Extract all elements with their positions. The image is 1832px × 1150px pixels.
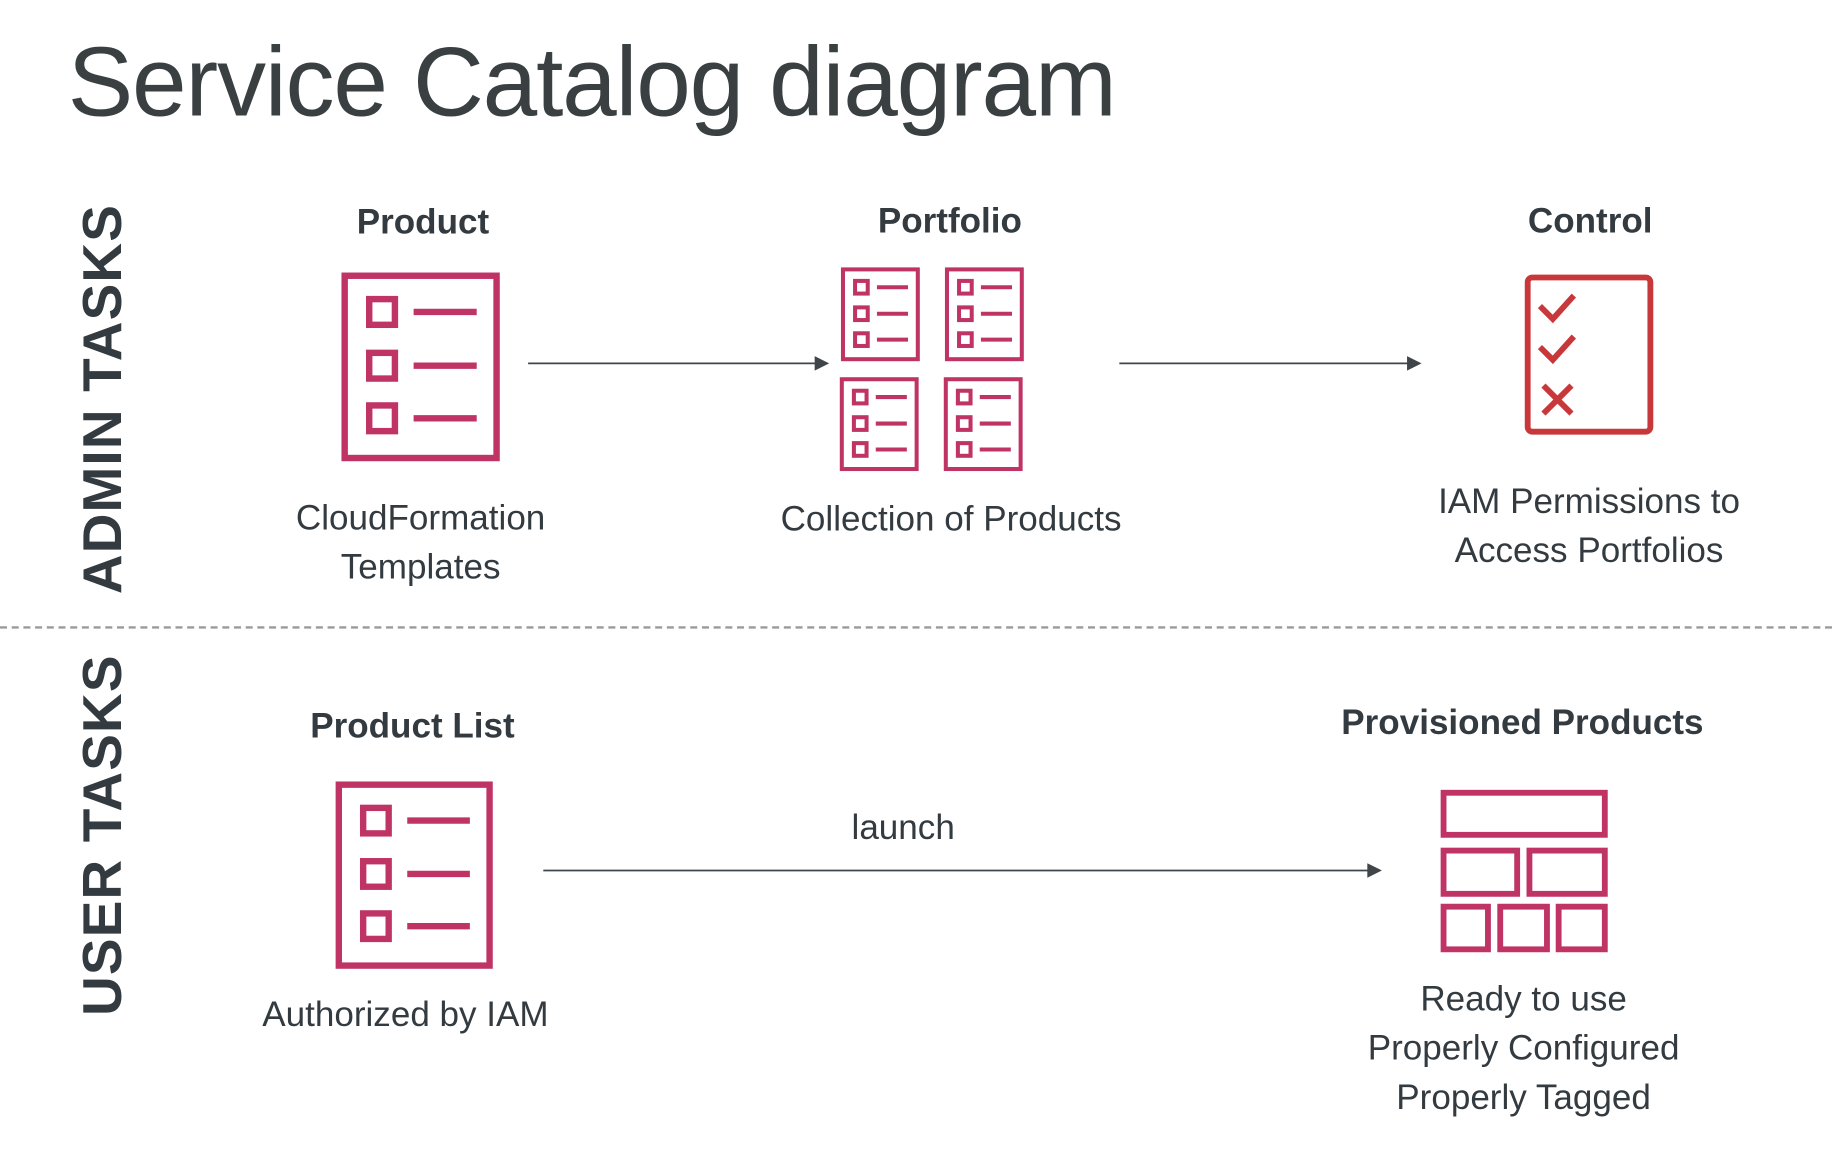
document-outline (341, 272, 500, 462)
document-outline (335, 781, 493, 969)
checkbox-icon (853, 278, 870, 296)
control-label: Control (1527, 202, 1653, 241)
product-description-line: Templates (340, 547, 501, 587)
provisioned-products-description: Ready to use Properly Configured Properl… (1368, 976, 1680, 1123)
checkbox-icon (957, 331, 974, 348)
product-list-checklist-icon (335, 781, 493, 969)
section-divider (0, 626, 1832, 629)
checkbox-icon (851, 415, 869, 432)
document-outline (943, 377, 1023, 472)
portfolio-checklist-icon (840, 267, 920, 362)
arrowhead-icon (1367, 863, 1382, 878)
checkbox-icon (851, 441, 869, 458)
launch-label: launch (851, 808, 955, 848)
portfolio-checklist-icon (839, 377, 919, 472)
page-title: Service Catalog diagram (67, 26, 1117, 137)
checkbox-icon (853, 305, 870, 323)
product-list-label: Product List (310, 706, 515, 746)
checkmark-icon (1537, 334, 1577, 365)
checkbox-icon (955, 441, 973, 458)
checkbox-icon (366, 402, 399, 435)
product-list-description: Authorized by IAM (262, 995, 549, 1035)
checkbox-icon (359, 804, 392, 837)
checkbox-icon (957, 305, 974, 323)
checkbox-icon (851, 388, 869, 406)
product-checklist-icon (341, 272, 500, 462)
arrowhead-icon (814, 356, 830, 371)
checkbox-icon (366, 349, 399, 382)
arrowhead-icon (1407, 356, 1422, 371)
provisioned-description-line: Properly Configured (1367, 1029, 1680, 1068)
x-mark-icon (1541, 383, 1574, 416)
product-description-line: CloudFormation (295, 498, 546, 538)
document-outline (839, 377, 919, 472)
checkbox-icon (359, 910, 392, 943)
control-description-line: Access Portfolios (1454, 531, 1724, 571)
checkbox-icon (359, 858, 392, 890)
provisioned-products-label: Provisioned Products (1341, 703, 1704, 742)
provisioned-description-line: Properly Tagged (1396, 1078, 1651, 1117)
product-description: CloudFormation Templates (296, 494, 545, 592)
blocks-icon (1440, 789, 1608, 953)
document-outline (944, 267, 1024, 362)
checkmark-icon (1537, 293, 1577, 324)
portfolio-description: Collection of Products (780, 500, 1122, 539)
portfolio-checklist-icon (943, 377, 1023, 472)
checkbox-icon (366, 295, 399, 329)
control-description-line: IAM Permissions to (1438, 482, 1740, 522)
portfolio-checklist-icon (944, 267, 1024, 362)
control-description: IAM Permissions to Access Portfolios (1438, 478, 1740, 576)
checkbox-icon (957, 278, 974, 296)
checkbox-icon (853, 331, 870, 348)
product-label: Product (356, 203, 490, 242)
portfolio-label: Portfolio (877, 202, 1022, 241)
check-check-x-icon (1524, 274, 1654, 435)
checkbox-icon (955, 415, 973, 432)
provisioned-description-line: Ready to use (1420, 980, 1627, 1019)
document-outline (840, 267, 920, 362)
checkbox-icon (955, 388, 973, 406)
